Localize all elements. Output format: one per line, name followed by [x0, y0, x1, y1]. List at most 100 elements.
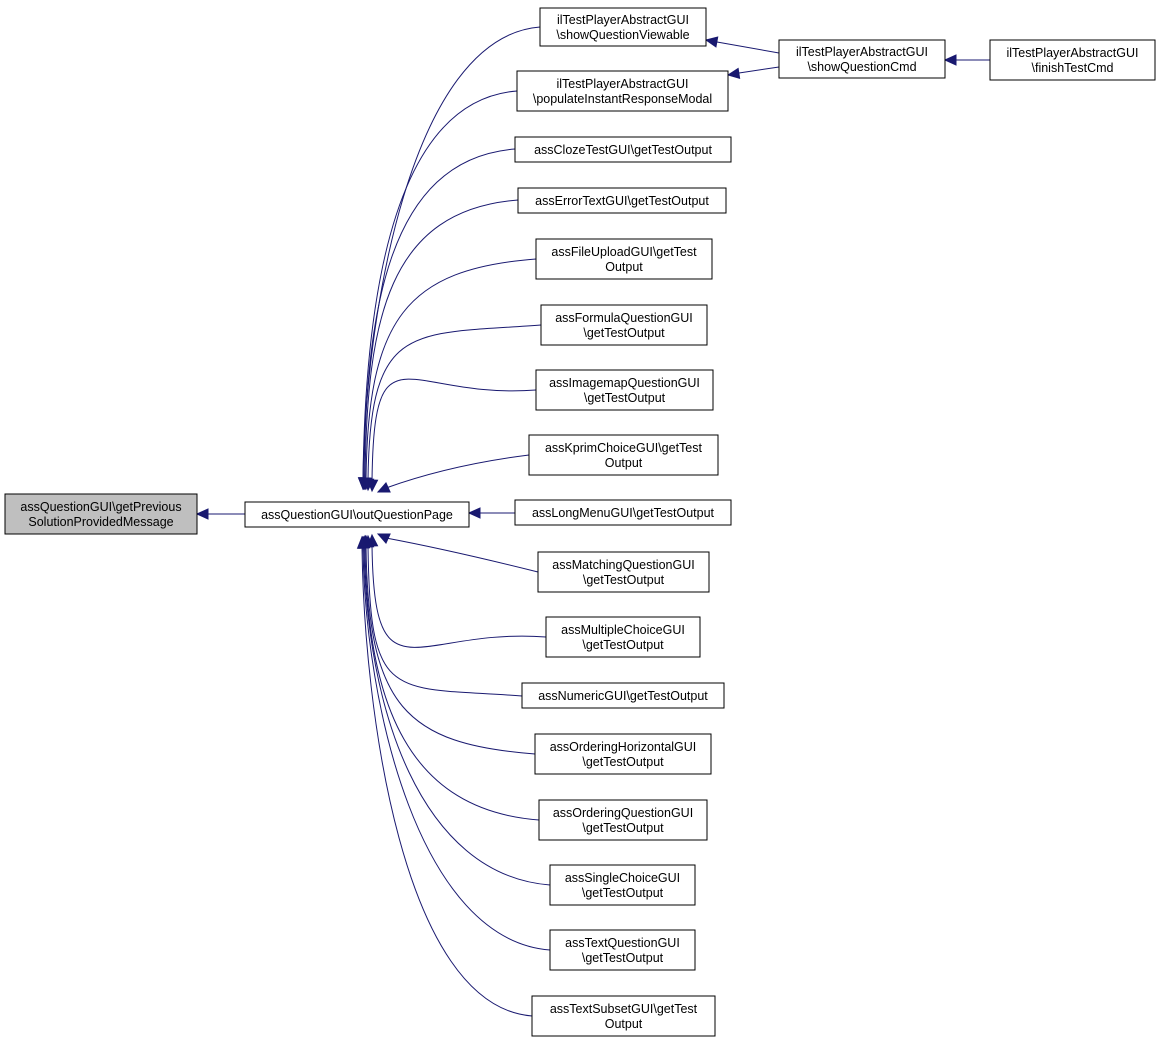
edge-textsubset-to-out-arrowhead — [356, 535, 369, 549]
node-textsubset[interactable]: assTextSubsetGUI\getTestOutput — [531, 995, 716, 1037]
node-viewable[interactable]: ilTestPlayerAbstractGUI\showQuestionView… — [539, 7, 707, 47]
node-label: ilTestPlayerAbstractGUI — [557, 77, 689, 91]
node-label: assOrderingQuestionGUI — [553, 806, 693, 820]
edge-formula-to-out-line — [367, 324, 542, 481]
node-label: Output — [605, 1017, 643, 1031]
node-box — [535, 369, 714, 411]
node-label: \getTestOutput — [584, 391, 666, 405]
edge-cloze-to-out — [358, 148, 516, 491]
node-fileupload[interactable]: assFileUploadGUI\getTestOutput — [535, 238, 713, 280]
node-label: assNumericGUI\getTestOutput — [538, 689, 708, 703]
edge-imagemap-to-out — [366, 378, 537, 493]
node-label: \getTestOutput — [582, 821, 664, 835]
edge-multiple-to-out — [366, 533, 547, 648]
edge-out-to-target-arrowhead — [195, 508, 209, 520]
edge-numeric-to-out-line — [367, 545, 523, 697]
node-out[interactable]: assQuestionGUI\outQuestionPage — [244, 501, 470, 528]
node-label: assLongMenuGUI\getTestOutput — [532, 506, 715, 520]
edge-longmenu-to-out-arrowhead — [467, 507, 481, 519]
node-box — [528, 434, 719, 476]
node-errortext[interactable]: assErrorTextGUI\getTestOutput — [517, 187, 727, 214]
node-box — [516, 70, 729, 112]
node-numeric[interactable]: assNumericGUI\getTestOutput — [521, 682, 725, 709]
node-box — [549, 864, 696, 906]
node-formula[interactable]: assFormulaQuestionGUI\getTestOutput — [540, 304, 708, 346]
node-label: assTextSubsetGUI\getTest — [550, 1002, 698, 1016]
node-label: \getTestOutput — [582, 951, 664, 965]
node-box — [244, 501, 470, 528]
node-box — [517, 187, 727, 214]
node-box — [778, 39, 946, 79]
edge-viewable-to-out — [357, 26, 541, 491]
edge-textsubset-to-out-line — [361, 546, 533, 1017]
node-label: assMatchingQuestionGUI — [552, 558, 694, 572]
node-label: assImagemapQuestionGUI — [549, 376, 700, 390]
edge-numeric-to-out — [362, 534, 523, 697]
edge-fileupload-to-out-line — [365, 258, 537, 480]
node-label: assClozeTestGUI\getTestOutput — [534, 143, 712, 157]
node-cloze[interactable]: assClozeTestGUI\getTestOutput — [514, 136, 732, 163]
node-orderh[interactable]: assOrderingHorizontalGUI\getTestOutput — [534, 733, 712, 775]
nodes: assQuestionGUI\getPreviousSolutionProvid… — [4, 7, 1156, 1037]
node-box — [538, 799, 708, 841]
edge-matching-to-out-arrowhead — [376, 533, 391, 544]
node-orderq[interactable]: assOrderingQuestionGUI\getTestOutput — [538, 799, 708, 841]
node-label: assMultipleChoiceGUI — [561, 623, 685, 637]
node-box — [4, 493, 198, 535]
edge-out-to-target — [195, 508, 245, 520]
node-label: \showQuestionViewable — [556, 28, 689, 42]
node-multiple[interactable]: assMultipleChoiceGUI\getTestOutput — [545, 616, 701, 658]
edge-matching-to-out — [376, 533, 539, 573]
edge-matching-to-out-line — [385, 537, 539, 573]
edges — [195, 26, 990, 1017]
node-label: assQuestionGUI\getPrevious — [20, 500, 181, 514]
node-label: assOrderingHorizontalGUI — [550, 740, 697, 754]
edge-finish-to-showcmd-arrowhead — [943, 54, 957, 66]
node-box — [514, 499, 732, 526]
edge-kprim-to-out-arrowhead — [376, 482, 391, 493]
node-label: \getTestOutput — [582, 638, 664, 652]
node-single[interactable]: assSingleChoiceGUI\getTestOutput — [549, 864, 696, 906]
node-label: assFormulaQuestionGUI — [555, 311, 693, 325]
edge-showcmd-to-viewable-line — [716, 41, 780, 54]
node-finish[interactable]: ilTestPlayerAbstractGUI\finishTestCmd — [989, 39, 1156, 81]
node-textq[interactable]: assTextQuestionGUI\getTestOutput — [549, 929, 696, 971]
node-box — [549, 929, 696, 971]
node-label: assFileUploadGUI\getTest — [551, 245, 697, 259]
edge-formula-to-out — [362, 324, 542, 492]
node-kprim[interactable]: assKprimChoiceGUI\getTestOutput — [528, 434, 719, 476]
node-box — [539, 7, 707, 47]
edge-imagemap-to-out-line — [371, 378, 537, 482]
node-label: Output — [605, 456, 643, 470]
edge-multiple-to-out-line — [371, 544, 547, 648]
node-label: \getTestOutput — [583, 326, 665, 340]
edge-showcmd-to-instant-line — [738, 66, 780, 74]
node-target[interactable]: assQuestionGUI\getPreviousSolutionProvid… — [4, 493, 198, 535]
node-box — [540, 304, 708, 346]
edge-showcmd-to-viewable-arrowhead — [704, 36, 719, 48]
node-imagemap[interactable]: assImagemapQuestionGUI\getTestOutput — [535, 369, 714, 411]
edge-showcmd-to-instant — [726, 66, 780, 80]
node-label: assSingleChoiceGUI — [565, 871, 680, 885]
node-box — [531, 995, 716, 1037]
node-label: ilTestPlayerAbstractGUI — [796, 45, 928, 59]
node-box — [989, 39, 1156, 81]
node-label: \getTestOutput — [582, 886, 664, 900]
edge-viewable-to-out-line — [362, 26, 541, 480]
node-label: assQuestionGUI\outQuestionPage — [261, 508, 453, 522]
edge-orderh-to-out-line — [365, 545, 536, 755]
node-label: \showQuestionCmd — [807, 60, 916, 74]
edge-instant-to-out-line — [362, 90, 518, 480]
edge-showcmd-to-instant-arrowhead — [726, 67, 741, 80]
node-label: assKprimChoiceGUI\getTest — [545, 441, 703, 455]
edge-kprim-to-out-line — [385, 454, 530, 489]
edge-single-to-out — [358, 535, 551, 886]
node-matching[interactable]: assMatchingQuestionGUI\getTestOutput — [537, 551, 710, 593]
node-longmenu[interactable]: assLongMenuGUI\getTestOutput — [514, 499, 732, 526]
edge-showcmd-to-viewable — [704, 36, 780, 54]
node-box — [534, 733, 712, 775]
edge-orderh-to-out — [360, 534, 536, 755]
node-instant[interactable]: ilTestPlayerAbstractGUI\populateInstantR… — [516, 70, 729, 112]
edge-cloze-to-out-line — [363, 148, 516, 480]
node-showcmd[interactable]: ilTestPlayerAbstractGUI\showQuestionCmd — [778, 39, 946, 79]
